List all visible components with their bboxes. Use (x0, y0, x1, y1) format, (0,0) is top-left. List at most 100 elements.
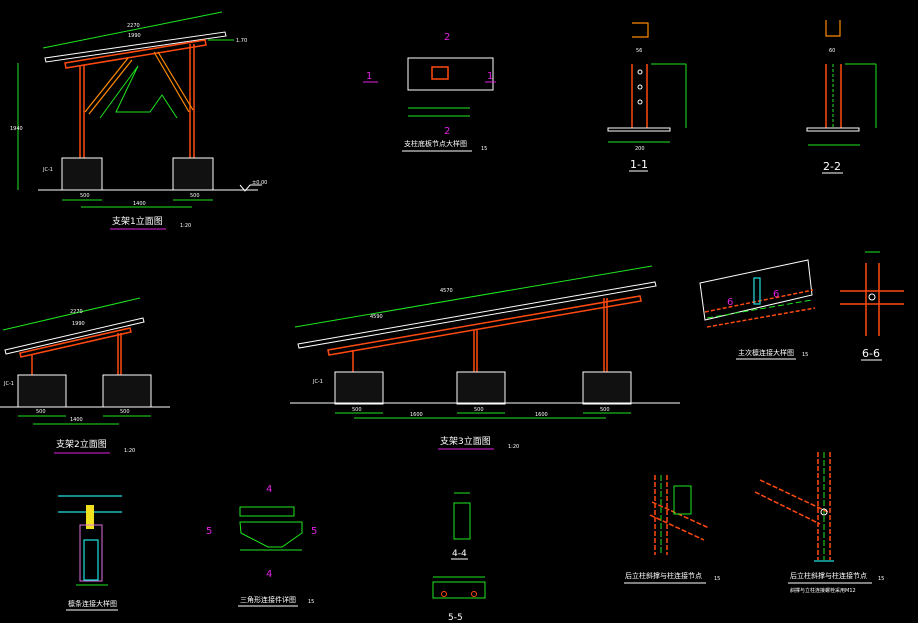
clamp-bolt (86, 505, 94, 529)
brace-node2-scale: 15 (878, 576, 884, 582)
brace-right (153, 51, 190, 113)
brace-left (88, 59, 133, 115)
triangle-detail-title: 三角形连接件详图 (240, 595, 296, 604)
section-mark: 4 (266, 484, 272, 495)
dim-panel: 4590 (370, 314, 383, 320)
brace-node-scale: 15 (714, 576, 720, 582)
base-detail-title: 支柱底板节点大样图 (404, 139, 467, 148)
main-beam (19, 327, 132, 358)
brace-node-title: 后立柱斜撑与柱连接节点 (625, 571, 702, 580)
bolt-hole (637, 69, 643, 75)
base-plate (806, 127, 860, 132)
frame1-scale: 1:20 (180, 223, 191, 229)
elevation-label: ±0.00 (252, 180, 267, 186)
top-plate (239, 506, 295, 517)
main-beam (64, 39, 207, 69)
elevation-marker (239, 184, 262, 192)
footing-left (61, 157, 103, 191)
section-label: 1-1 (630, 158, 648, 171)
frame1-elevation: 2270 1990 1.70 500 500 1400 1940 ±0.00 J… (10, 11, 267, 230)
channel-section-icon (632, 22, 649, 38)
purlin-connection-detail: 6 6 主次檩连接大样图 15 (699, 259, 816, 360)
frame2-title: 支架2立面图 (56, 438, 107, 450)
dim-top: 4570 (440, 288, 453, 294)
dim-top: 2270 (70, 309, 83, 315)
dim-base: 500 (352, 407, 362, 413)
solar-panel (44, 31, 227, 63)
brace (759, 479, 829, 513)
footing-label: JC-1 (312, 379, 323, 385)
dim-base-left: 500 (36, 409, 46, 415)
dim-top: 2270 (127, 23, 140, 29)
section-2-2: 60 2-2 (806, 20, 877, 174)
base-plate-detail: 1 1 2 2 支柱底板节点大样图 15 (363, 32, 496, 152)
main-beam (327, 295, 642, 356)
section-label: 2-2 (823, 160, 841, 173)
dim-span: 1400 (70, 417, 83, 423)
frame3-scale: 1:20 (508, 444, 519, 450)
footing (582, 371, 632, 405)
column-section (431, 66, 449, 80)
section-label: 5-5 (448, 613, 463, 623)
dimension-line (42, 11, 223, 49)
section-1-1: 56 200 1-1 (607, 22, 687, 172)
base-plate (607, 127, 671, 132)
section-mark: 1 (366, 71, 372, 82)
dim-span: 1400 (133, 201, 146, 207)
brace (754, 491, 821, 525)
bolt-hole (471, 591, 477, 597)
section-mark: 2 (444, 32, 450, 43)
section-outline (453, 502, 471, 540)
dim-span1: 1600 (410, 412, 423, 418)
dimension-line (294, 265, 653, 328)
footing-left (17, 374, 67, 408)
dim-base-right: 500 (120, 409, 130, 415)
dim-base-right: 500 (190, 193, 200, 199)
brace-column-node-2: 后立柱斜撑与柱连接节点 15 斜撑与立柱连接螺栓采用M12 (754, 452, 884, 594)
post-section (83, 539, 99, 581)
dimension-box (673, 485, 692, 515)
frame2-scale: 1:20 (124, 448, 135, 454)
solar-panel (297, 281, 657, 349)
base-detail-scale: 15 (481, 146, 487, 152)
section-mark: 1 (487, 71, 493, 82)
dim-panel: 1990 (72, 321, 85, 327)
purlin-outline (699, 259, 813, 321)
section-4-4: 4-4 (451, 492, 471, 560)
section-mark: 5 (311, 526, 317, 537)
section-outline (432, 581, 486, 599)
section-label: 6-6 (862, 347, 880, 360)
frame3-title: 支架3立面图 (440, 435, 491, 447)
footing-label: JC-1 (3, 381, 14, 387)
dim-base: 500 (600, 407, 610, 413)
triangle-detail-scale: 15 (308, 599, 314, 605)
purlin-detail-scale: 15 (802, 352, 808, 358)
clamp-detail-title: 檩条连接大样图 (68, 599, 117, 608)
clamp-detail: 檩条连接大样图 (58, 495, 122, 611)
footing-right (102, 374, 152, 408)
triangle-plate (239, 521, 303, 548)
dim-panel: 1990 (128, 33, 141, 39)
brace-node2-title: 后立柱斜撑与柱连接节点 (790, 571, 867, 580)
bolt (868, 293, 876, 301)
dim-base: 500 (474, 407, 484, 413)
section-6-6: 6-6 (840, 251, 904, 361)
bolt-hole (637, 99, 643, 105)
brace-left (84, 57, 129, 113)
brace-column-node: 后立柱斜撑与柱连接节点 15 (624, 475, 720, 584)
purlin-detail-title: 主次檩连接大样图 (738, 348, 794, 357)
section-mark: 5 (206, 526, 212, 537)
main-purlin (704, 289, 814, 313)
footing (456, 371, 506, 405)
dim-span2: 1600 (535, 412, 548, 418)
dim-width: 56 (636, 48, 642, 54)
brace-right (157, 51, 194, 111)
section-5-5: 5-5 (432, 576, 486, 623)
base-plate (407, 57, 494, 91)
brace (649, 514, 705, 541)
frame3-elevation: 4570 4590 500 500 500 1600 1600 JC-1 支架3… (290, 265, 680, 450)
connector (753, 277, 761, 305)
dimension-line (2, 297, 141, 331)
